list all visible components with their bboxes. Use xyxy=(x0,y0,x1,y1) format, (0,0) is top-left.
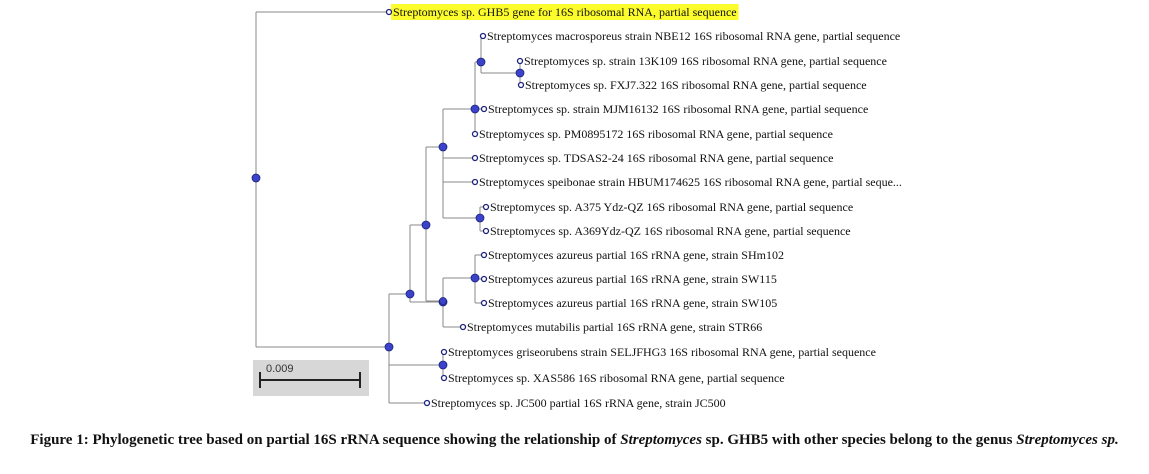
scale-bar-label: 0.009 xyxy=(266,363,294,375)
leaf-label[interactable]: Streptomyces macrosporeus strain NBE12 1… xyxy=(487,29,900,43)
leaf-nbe12[interactable]: Streptomyces macrosporeus strain NBE12 1… xyxy=(479,29,901,43)
leaf-k13[interactable]: Streptomyces sp. strain 13K109 16S ribos… xyxy=(516,54,887,68)
leaf-label[interactable]: Streptomyces sp. strain 13K109 16S ribos… xyxy=(524,54,887,68)
leaf-label[interactable]: Streptomyces azureus partial 16S rRNA ge… xyxy=(488,272,777,286)
leaf-label[interactable]: Streptomyces sp. strain MJM16132 16S rib… xyxy=(488,102,868,116)
caption-prefix: Figure 1: Phylogenetic tree based on par… xyxy=(30,432,617,448)
leaf-pm[interactable]: Streptomyces sp. PM0895172 16S ribosomal… xyxy=(471,127,833,141)
scale-bar-background xyxy=(253,360,369,396)
leaf-label[interactable]: Streptomyces sp. PM0895172 16S ribosomal… xyxy=(479,127,833,141)
leaf-tip-node[interactable] xyxy=(471,178,479,186)
internal-node[interactable] xyxy=(470,104,480,114)
leaf-tip-node[interactable] xyxy=(479,32,487,40)
leaf-tip-node[interactable] xyxy=(471,154,479,162)
internal-node[interactable] xyxy=(470,273,480,283)
leaf-str66[interactable]: Streptomyces mutabilis partial 16S rRNA … xyxy=(459,320,763,334)
leaf-sw105[interactable]: Streptomyces azureus partial 16S rRNA ge… xyxy=(480,296,778,310)
leaf-label[interactable]: Streptomyces azureus partial 16S rRNA ge… xyxy=(488,248,784,262)
internal-node[interactable] xyxy=(476,57,486,67)
internal-nodes xyxy=(251,57,525,370)
leaf-tip-node[interactable] xyxy=(480,299,488,307)
leaf-label[interactable]: Streptomyces sp. JC500 partial 16S rRNA … xyxy=(431,396,726,410)
leaf-jc500[interactable]: Streptomyces sp. JC500 partial 16S rRNA … xyxy=(423,396,726,410)
leaf-tip-node[interactable] xyxy=(440,374,448,382)
leaf-tdsas[interactable]: Streptomyces sp. TDSAS2-24 16S ribosomal… xyxy=(471,151,834,165)
leaf-a369[interactable]: Streptomyces sp. A369Ydz-QZ 16S ribosoma… xyxy=(482,224,851,238)
leaf-sw115[interactable]: Streptomyces azureus partial 16S rRNA ge… xyxy=(480,272,777,286)
leaf-label[interactable]: Streptomyces speibonae strain HBUM174625… xyxy=(479,175,902,189)
scale-bar: 0.009 xyxy=(253,360,369,396)
leaf-tips: Streptomyces sp. GHB5 gene for 16S ribos… xyxy=(385,5,902,410)
leaf-xas[interactable]: Streptomyces sp. XAS586 16S ribosomal RN… xyxy=(440,371,785,385)
leaf-a375[interactable]: Streptomyces sp. A375 Ydz-QZ 16S ribosom… xyxy=(482,200,854,214)
caption-species: Streptomyces xyxy=(620,432,702,448)
leaf-tip-node[interactable] xyxy=(517,81,525,89)
leaf-selj[interactable]: Streptomyces griseorubens strain SELJFHG… xyxy=(440,345,876,359)
internal-node[interactable] xyxy=(515,68,525,78)
internal-node[interactable] xyxy=(405,289,415,299)
leaf-tip-node[interactable] xyxy=(480,251,488,259)
leaf-shm[interactable]: Streptomyces azureus partial 16S rRNA ge… xyxy=(480,248,784,262)
leaf-label[interactable]: Streptomyces sp. A375 Ydz-QZ 16S ribosom… xyxy=(490,200,853,214)
leaf-mjm[interactable]: Streptomyces sp. strain MJM16132 16S rib… xyxy=(480,102,869,116)
leaf-tip-node[interactable] xyxy=(482,227,490,235)
caption-genus: Streptomyces sp. xyxy=(1016,432,1119,448)
internal-node[interactable] xyxy=(439,297,447,305)
leaf-hbum[interactable]: Streptomyces speibonae strain HBUM174625… xyxy=(471,175,902,189)
figure-caption: Figure 1: Phylogenetic tree based on par… xyxy=(10,431,1139,450)
internal-node[interactable] xyxy=(438,360,448,370)
leaf-tip-node[interactable] xyxy=(482,203,490,211)
internal-node[interactable] xyxy=(421,220,431,230)
internal-node[interactable] xyxy=(475,213,485,223)
leaf-label[interactable]: Streptomyces sp. TDSAS2-24 16S ribosomal… xyxy=(479,151,833,165)
leaf-tip-node[interactable] xyxy=(480,275,488,283)
leaf-label[interactable]: Streptomyces sp. XAS586 16S ribosomal RN… xyxy=(448,371,785,385)
leaf-tip-node[interactable] xyxy=(385,8,393,16)
leaf-tip-node[interactable] xyxy=(459,323,467,331)
highlight-box xyxy=(391,4,739,20)
leaf-fxj[interactable]: Streptomyces sp. FXJ7.322 16S ribosomal … xyxy=(517,78,867,92)
leaf-tip-node[interactable] xyxy=(480,105,488,113)
leaf-tip-node[interactable] xyxy=(471,130,479,138)
leaf-tip-node[interactable] xyxy=(516,57,524,65)
caption-middle: sp. GHB5 with other species belong to th… xyxy=(705,432,1013,448)
highlight-layer xyxy=(391,4,739,20)
leaf-label[interactable]: Streptomyces sp. A369Ydz-QZ 16S ribosoma… xyxy=(490,224,851,238)
phylogenetic-tree: Streptomyces sp. GHB5 gene for 16S ribos… xyxy=(251,4,902,410)
internal-node[interactable] xyxy=(438,142,448,152)
leaf-label[interactable]: Streptomyces mutabilis partial 16S rRNA … xyxy=(467,320,762,334)
internal-node[interactable] xyxy=(251,173,261,183)
internal-node[interactable] xyxy=(384,342,394,352)
leaf-tip-node[interactable] xyxy=(440,348,448,356)
leaf-label[interactable]: Streptomyces griseorubens strain SELJFHG… xyxy=(448,345,876,359)
leaf-label[interactable]: Streptomyces azureus partial 16S rRNA ge… xyxy=(488,296,777,310)
leaf-ghb5[interactable]: Streptomyces sp. GHB5 gene for 16S ribos… xyxy=(385,5,737,19)
leaf-label[interactable]: Streptomyces sp. GHB5 gene for 16S ribos… xyxy=(393,5,737,19)
leaf-tip-node[interactable] xyxy=(423,399,431,407)
leaf-label[interactable]: Streptomyces sp. FXJ7.322 16S ribosomal … xyxy=(525,78,867,92)
